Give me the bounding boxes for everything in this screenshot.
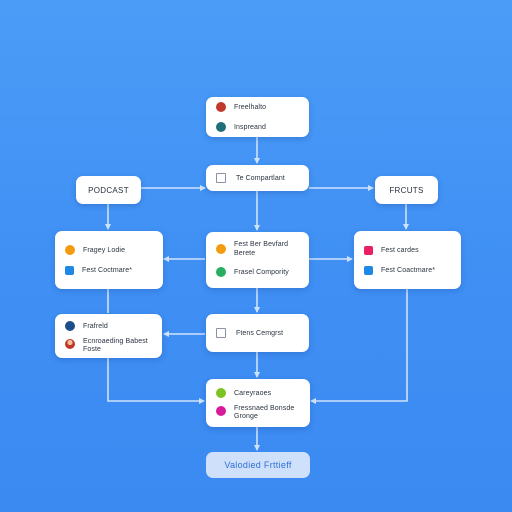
node-mid-right[interactable]: Fest cardes Fest Coactmare* [354, 231, 461, 289]
node-bottom-label-1: Careyraoes [234, 389, 272, 397]
node-bottom-row-2: Fressnaed Bonsde Gronge [216, 405, 300, 421]
connector-midright-to-bottom [310, 289, 408, 404]
navy-circle-icon [65, 321, 75, 331]
node-mid-right-row-1: Fest cardes [364, 242, 451, 258]
node-frcuts[interactable]: FRCUTS [375, 176, 438, 204]
node-top-label-1: Freelhalto [234, 103, 267, 111]
node-bottom-sub-2: Gronge [234, 413, 258, 420]
checkbox-icon [216, 173, 226, 183]
node-mid-left[interactable]: Fragey Lodie Fest Coctmare* [55, 231, 163, 289]
node-top-label-2: Inspreand [234, 123, 267, 131]
node-mid-center[interactable]: Fest Ber Bevfard Berete Frasel Compority [206, 232, 309, 288]
node-podcast[interactable]: PODCAST [76, 176, 141, 204]
node-mid-center-sub-1: Berete [234, 250, 256, 257]
magenta-circle-icon [216, 406, 226, 416]
node-mid-left-label-1: Fragey Lodie [83, 246, 126, 254]
node-compartment-label: Te Compartlant [236, 174, 285, 182]
node-top-row-2: Inspreand [216, 119, 299, 135]
node-low-left-label-1: Frafreld [83, 322, 108, 330]
teal-circle-icon [216, 122, 226, 132]
node-mid-center-label-2: Frasel Compority [234, 268, 289, 276]
node-mid-center-row-1: Fest Ber Bevfard Berete [216, 240, 299, 260]
node-frcuts-label: FRCUTS [389, 185, 424, 195]
node-mid-right-label-1: Fest cardes [381, 246, 419, 254]
orange-circle-icon [65, 245, 75, 255]
node-compartment[interactable]: Te Compartlant [206, 165, 309, 191]
node-mid-right-row-2: Fest Coactmare* [364, 262, 451, 278]
pink-square-icon [364, 245, 373, 255]
node-top-row-1: Freelhalto [216, 99, 299, 115]
node-mid-left-row-2: Fest Coctmare* [65, 262, 153, 278]
avatar-icon [65, 339, 75, 349]
node-final-label: Valodied Frttieff [224, 460, 292, 470]
orange-circle-icon [216, 244, 226, 254]
node-mid-center-label-1: Fest Ber Bevfard [234, 241, 289, 248]
node-low-center-label: Ftens Cemgrst [236, 329, 284, 337]
blue-check-square-icon [65, 265, 74, 275]
node-low-left-row-2: Ecnroaeding Babest Foste [65, 338, 152, 354]
node-mid-left-row-1: Fragey Lodie [65, 242, 153, 258]
node-mid-center-row-2: Frasel Compority [216, 264, 299, 280]
node-bottom[interactable]: Careyraoes Fressnaed Bonsde Gronge [206, 379, 310, 427]
node-bottom-label-2: Fressnaed Bonsde [234, 405, 295, 412]
checkbox-icon [216, 328, 226, 338]
blue-check-square-icon [364, 265, 373, 275]
node-podcast-label: PODCAST [88, 185, 129, 195]
node-mid-right-label-2: Fest Coactmare* [381, 266, 436, 274]
node-low-left[interactable]: Frafreld Ecnroaeding Babest Foste [55, 314, 162, 358]
red-circle-icon [216, 102, 226, 112]
node-low-left-label-2: Ecnroaeding Babest [83, 338, 148, 345]
node-low-center[interactable]: Ftens Cemgrst [206, 314, 309, 352]
node-top[interactable]: Freelhalto Inspreand [206, 97, 309, 137]
node-bottom-row-1: Careyraoes [216, 385, 300, 401]
node-low-left-row-1: Frafreld [65, 318, 152, 334]
node-mid-left-label-2: Fest Coctmare* [82, 266, 133, 274]
connector-lowleft-to-bottom [107, 358, 205, 404]
node-final[interactable]: Valodied Frttieff [206, 452, 310, 478]
green-circle-icon [216, 267, 226, 277]
green-circle-icon [216, 388, 226, 398]
node-low-left-sub-2: Foste [83, 346, 102, 353]
